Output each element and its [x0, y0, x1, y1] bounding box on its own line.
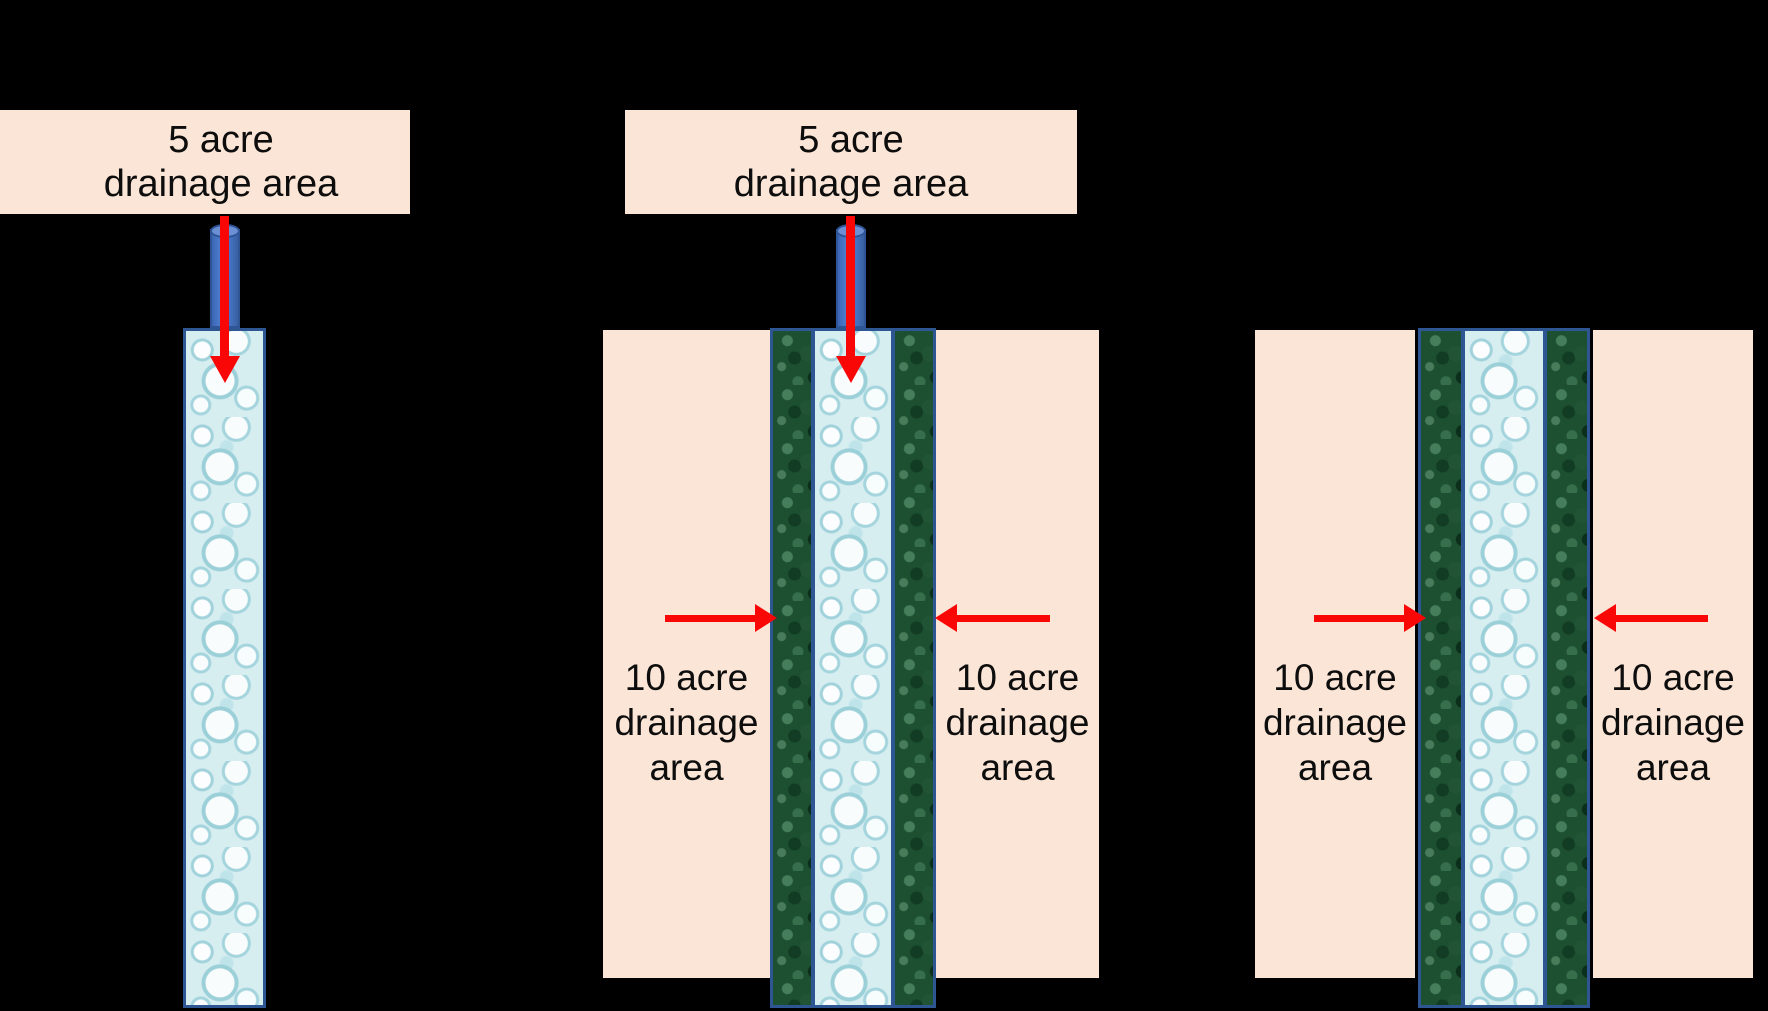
drainage-area-box-5acre: 5 acre drainage area — [0, 110, 410, 214]
left-arrow-icon — [935, 604, 1050, 632]
drainage-area-label-line: 5 acre — [168, 119, 274, 161]
right-arrow-icon — [665, 604, 777, 632]
drainage-area-label: 10 acre drainage area — [1600, 657, 1745, 788]
stream-water — [1461, 331, 1547, 1005]
drainage-area-label: 10 acre drainage area — [614, 657, 759, 788]
stream-water — [186, 331, 263, 1005]
drainage-area-box-10acre-right: 10 acre drainage area — [936, 330, 1099, 978]
down-arrow-icon — [210, 216, 240, 384]
stream-water — [811, 331, 895, 1005]
drainage-area-label-line: drainage area — [733, 163, 969, 205]
riparian-buffer-left — [1421, 331, 1461, 1005]
stream-channel — [183, 328, 266, 1008]
drainage-area-label: 10 acre drainage area — [945, 657, 1090, 788]
left-arrow-icon — [1594, 604, 1708, 632]
drainage-area-box-10acre-left: 10 acre drainage area — [603, 330, 770, 978]
drainage-area-label: 10 acre drainage area — [1262, 657, 1407, 788]
down-arrow-icon — [836, 216, 866, 384]
riparian-buffer-left — [773, 331, 811, 1005]
buffered-stream-channel — [1418, 328, 1590, 1008]
buffered-stream-channel — [770, 328, 936, 1008]
riparian-buffer-right — [1547, 331, 1587, 1005]
riparian-buffer-right — [895, 331, 933, 1005]
right-arrow-icon — [1314, 604, 1426, 632]
drainage-area-box-10acre-left: 10 acre drainage area — [1255, 330, 1415, 978]
drainage-area-box-10acre-right: 10 acre drainage area — [1593, 330, 1753, 978]
drainage-area-label-line: drainage area — [103, 163, 339, 205]
drainage-area-label-line: 5 acre — [798, 119, 904, 161]
drainage-area-box-5acre: 5 acre drainage area — [625, 110, 1077, 214]
